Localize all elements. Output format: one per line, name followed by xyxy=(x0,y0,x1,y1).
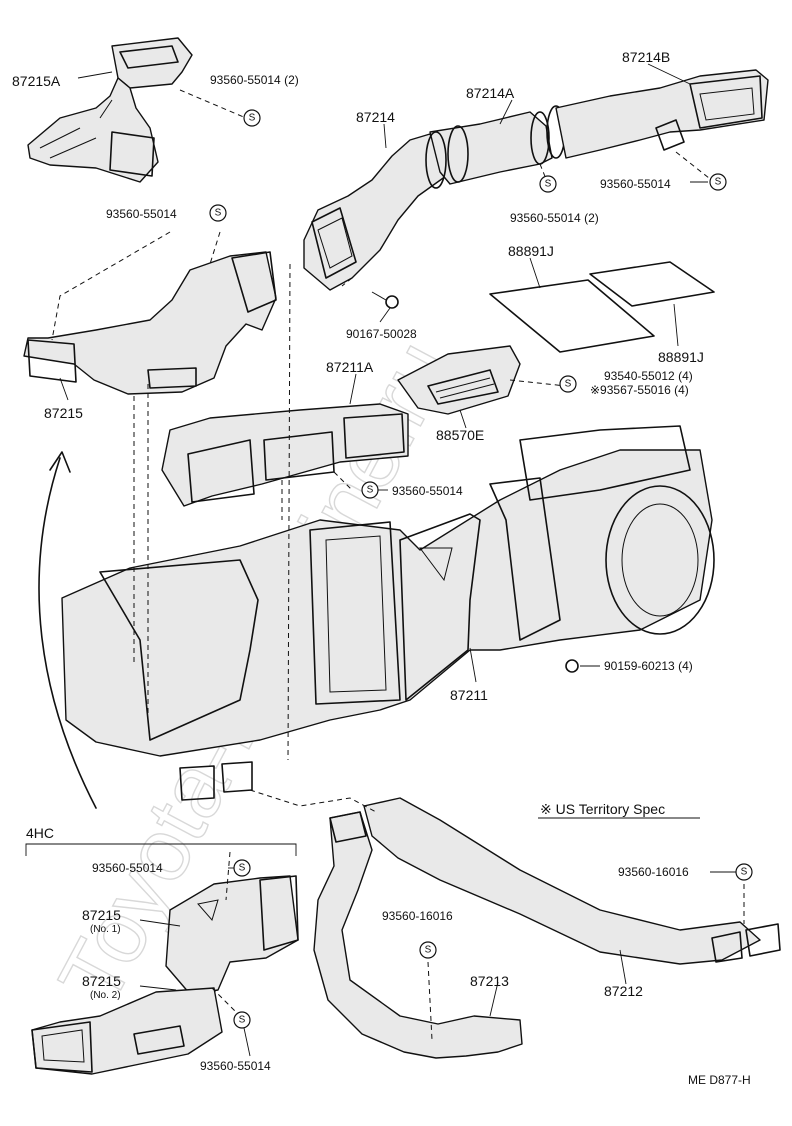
label-90159-60213: 90159-60213 (4) xyxy=(604,659,693,673)
fastener-symbol-3: S xyxy=(709,173,727,191)
fastener-symbol-5: S xyxy=(559,375,577,393)
label-87214B: 87214B xyxy=(622,49,670,65)
filter-88891J-right xyxy=(589,261,715,307)
label-88891J-bottom: 88891J xyxy=(658,349,704,365)
label-4hc: 4HC xyxy=(26,825,54,841)
duct-87212 xyxy=(363,797,781,965)
duct-87215A xyxy=(27,37,193,183)
svg-text:S: S xyxy=(565,379,572,390)
fastener-symbol-2: S xyxy=(209,204,227,222)
duct-87213 xyxy=(313,811,523,1059)
alignment-lines xyxy=(51,89,745,1041)
label-93560-16016-center: 93560-16016 xyxy=(382,909,453,923)
label-93560-55014-2-top: 93560-55014 (2) xyxy=(210,73,299,87)
fastener-symbol-1: S xyxy=(243,109,261,127)
fastener-symbol-7: S xyxy=(233,859,251,877)
label-93560-16016-right: 93560-16016 xyxy=(618,865,689,879)
svg-text:S: S xyxy=(215,208,222,219)
label-88891J-top: 88891J xyxy=(508,243,554,259)
svg-text:S: S xyxy=(239,863,246,874)
label-93560-55014-4hc-bottom: 93560-55014 xyxy=(200,1059,271,1073)
svg-text:S: S xyxy=(425,945,432,956)
label-us-territory-spec: ※ US Territory Spec xyxy=(540,801,665,817)
duct-87211A xyxy=(161,403,409,507)
leader-lines xyxy=(59,63,736,1057)
label-87212: 87212 xyxy=(604,983,643,999)
screw-90159-60213 xyxy=(565,659,579,673)
svg-text:S: S xyxy=(545,179,552,190)
fastener-symbol-8: S xyxy=(735,863,753,881)
label-93560-55014-mid: 93560-55014 xyxy=(392,484,463,498)
duct-87215-no2 xyxy=(31,987,223,1075)
label-87214A: 87214A xyxy=(466,85,515,101)
label-87215: 87215 xyxy=(44,405,83,421)
label-87211: 87211 xyxy=(450,687,488,703)
label-87213: 87213 xyxy=(470,973,509,989)
heater-unit-87211 xyxy=(61,425,715,801)
duct-87214B xyxy=(555,69,769,159)
label-87215-no1: 87215 xyxy=(82,907,121,923)
label-93560-55014-right: 93560-55014 xyxy=(600,177,671,191)
label-87211A: 87211A xyxy=(326,359,374,375)
label-diagram-code: ME D877-H xyxy=(688,1073,751,1087)
fastener-symbol-9: S xyxy=(419,941,437,959)
fastener-symbol-10: S xyxy=(233,1011,251,1029)
svg-text:S: S xyxy=(249,113,256,124)
duct-87214 xyxy=(303,133,447,291)
screw-90167-50028 xyxy=(371,291,399,309)
svg-text:S: S xyxy=(741,867,748,878)
label-93560-55014-4hc-top: 93560-55014 xyxy=(92,861,163,875)
svg-text:S: S xyxy=(239,1015,246,1026)
label-87214: 87214 xyxy=(356,109,395,125)
label-93540-55012: 93540-55012 (4) xyxy=(604,369,693,383)
label-93560-55014-left: 93560-55014 xyxy=(106,207,177,221)
filter-88891J-left xyxy=(489,279,655,353)
fastener-symbol-4: S xyxy=(539,175,557,193)
assembly-direction-arrow xyxy=(38,451,97,809)
label-87215-no2: 87215 xyxy=(82,973,121,989)
bracket-4hc xyxy=(25,843,297,856)
duct-87215 xyxy=(23,251,277,395)
label-88570E: 88570E xyxy=(436,427,484,443)
label-93560-55014-2-mid: 93560-55014 (2) xyxy=(510,211,599,225)
duct-87215-no1 xyxy=(165,875,299,995)
fastener-symbol-6: S xyxy=(361,481,379,499)
svg-text:S: S xyxy=(367,485,374,496)
label-87215A: 87215A xyxy=(12,73,61,89)
label-87215-no2-sub: (No. 2) xyxy=(90,990,121,1001)
label-93567-55016: ※93567-55016 (4) xyxy=(590,383,689,397)
label-87215-no1-sub: (No. 1) xyxy=(90,924,121,935)
svg-text:S: S xyxy=(715,177,722,188)
label-90167-50028: 90167-50028 xyxy=(346,327,417,341)
